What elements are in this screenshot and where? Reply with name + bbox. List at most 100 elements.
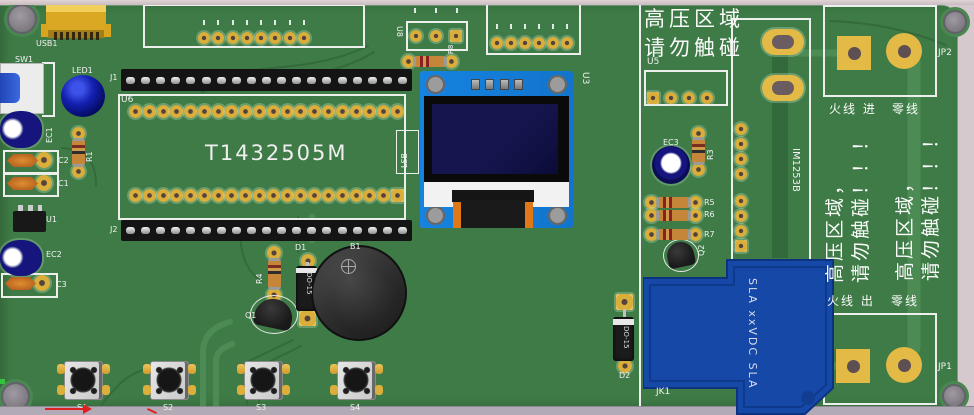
- header-pin: [277, 227, 287, 234]
- jp1-pad-round: [886, 347, 922, 383]
- header-pin: [201, 76, 211, 84]
- d2-lead: [623, 309, 626, 319]
- header-pin: [292, 76, 302, 84]
- pad: [701, 92, 713, 104]
- pad: [156, 189, 170, 202]
- header-pin: [352, 76, 362, 84]
- im1253b-pads-lower: [735, 195, 747, 252]
- header-pin: [186, 76, 196, 84]
- ec2-label: EC2: [46, 250, 62, 259]
- oled-pin: [471, 79, 480, 90]
- r6-pad-right: [689, 209, 702, 222]
- pad: [377, 189, 391, 202]
- header-pin: [397, 227, 407, 234]
- oled-flex-clamp-right: [525, 202, 533, 228]
- ec3-label: EC3: [663, 138, 679, 147]
- hv-warning-line2: 请勿触碰: [644, 36, 744, 60]
- header-pin: [126, 76, 135, 84]
- header-pin: [382, 227, 392, 234]
- s2-label: S2: [163, 403, 174, 412]
- pad: [390, 105, 404, 118]
- pad: [561, 37, 573, 49]
- oled-screen: [432, 104, 558, 174]
- j2-label: J2: [110, 225, 118, 234]
- pad: [170, 105, 184, 118]
- r8-label: R8: [447, 44, 455, 54]
- capacitor-c1: [7, 177, 38, 190]
- background-top-edge: [0, 0, 974, 5]
- pin-mark: [245, 20, 248, 25]
- header-pin: [171, 227, 181, 234]
- im1253b-slot-pad-1: [762, 29, 804, 55]
- resistor-r4: [268, 258, 281, 290]
- pin-mark: [231, 20, 234, 25]
- j1-label: J1: [110, 73, 118, 82]
- d2-pad-top: [616, 294, 633, 310]
- r1-label: R1: [85, 151, 94, 162]
- top-connector-pin-marks: [203, 20, 305, 25]
- r1-pad-top: [72, 127, 85, 140]
- buzzer-plus-mark: [341, 259, 356, 274]
- d2-cathode-band: [613, 319, 634, 325]
- header-pin: [367, 76, 377, 84]
- header-pin: [337, 76, 347, 84]
- c3-label: C3: [56, 280, 67, 289]
- pad: [647, 92, 659, 104]
- s1-label: S1: [77, 404, 87, 412]
- header-pin: [337, 227, 347, 234]
- oled-screw-top-left: [426, 75, 445, 94]
- live-out-label: 火线 出: [827, 294, 875, 308]
- header-pin: [367, 227, 377, 234]
- pin-mark: [538, 24, 540, 29]
- d2-label: D2: [619, 371, 631, 380]
- c1-pad: [36, 175, 52, 191]
- header-pin: [322, 76, 332, 84]
- header-pin: [352, 227, 362, 234]
- pin-mark: [524, 24, 526, 29]
- s3-label: S3: [256, 403, 267, 412]
- r8-pad-left: [402, 55, 415, 68]
- header-pin: [261, 76, 271, 84]
- button-s1: [57, 361, 110, 400]
- c3-pad: [34, 275, 50, 291]
- q1-label: Q1: [245, 311, 257, 320]
- ic-u1: [13, 211, 46, 232]
- pad: [280, 105, 294, 118]
- pad: [294, 105, 308, 118]
- header-pin: [382, 76, 392, 84]
- header-pin: [126, 227, 135, 234]
- hv-vertical-warning-region-2: 高压区域，: [894, 170, 916, 281]
- pad: [170, 189, 184, 202]
- pad: [255, 32, 268, 44]
- header-pin: [156, 76, 166, 84]
- d1-pad-top: [301, 254, 315, 268]
- pad: [519, 37, 531, 49]
- oled-pin: [485, 79, 495, 90]
- button-s2: [143, 361, 196, 400]
- jp2-outline: [823, 5, 937, 97]
- relay-jk1: [643, 259, 834, 415]
- header-pin: [186, 227, 196, 234]
- isp-pin-marks: [496, 24, 568, 29]
- oled-pin: [513, 79, 523, 90]
- usb-tab-left: [41, 24, 48, 37]
- u6-socket-outline: [118, 94, 406, 220]
- header-pin: [277, 76, 287, 84]
- pad: [505, 37, 517, 49]
- header-pin: [141, 227, 151, 234]
- c2-pad: [36, 152, 52, 168]
- pin-mark: [435, 8, 437, 13]
- pad: [253, 189, 267, 202]
- buzzer-b1: [311, 245, 407, 341]
- mounting-hole-bottom-right: [944, 386, 964, 406]
- jp1-pad-square: [836, 349, 870, 383]
- d2-pad-bottom: [618, 359, 632, 373]
- top-connector-pads: [198, 32, 310, 44]
- pad: [547, 37, 559, 49]
- r6-pad-left: [645, 209, 658, 222]
- u8-pin-marks: [414, 8, 458, 13]
- switch-sw1-bracket: [42, 62, 55, 117]
- hv-vertical-warning-touch-2: 请勿触碰！！！: [920, 126, 942, 281]
- u5-outline: [644, 70, 728, 106]
